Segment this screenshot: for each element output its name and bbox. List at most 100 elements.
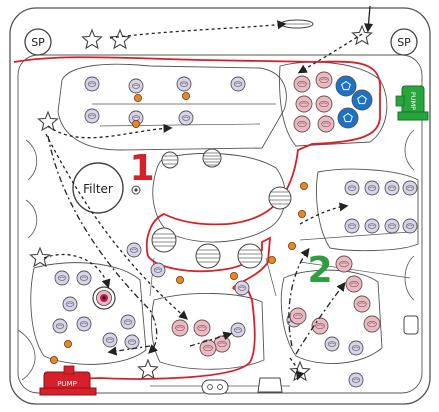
- jet-icon-pink[interactable]: [315, 95, 333, 113]
- star-valve-icon[interactable]: [351, 24, 373, 46]
- filter-drain-icon[interactable]: [131, 185, 141, 195]
- jet-icon[interactable]: [176, 76, 192, 92]
- flow-arrow: [47, 135, 158, 354]
- jet-icon[interactable]: [402, 180, 418, 196]
- star-valve-icon[interactable]: [29, 246, 51, 268]
- jet-icon-pink[interactable]: [315, 71, 333, 89]
- seat-bottom-left-outline: [30, 262, 147, 365]
- flow-arrow: [297, 33, 363, 74]
- jet-icon[interactable]: [150, 262, 166, 278]
- suction-port-right[interactable]: SP: [390, 28, 418, 56]
- jet-icon-pink[interactable]: [353, 295, 371, 313]
- grate-icon[interactable]: [151, 227, 177, 253]
- jet-icon-blue[interactable]: [337, 107, 359, 129]
- jet-icon[interactable]: [230, 76, 246, 92]
- light-icon[interactable]: [299, 181, 308, 190]
- light-icon[interactable]: [229, 271, 238, 280]
- jet-icon[interactable]: [344, 180, 360, 196]
- circuit-line: [13, 56, 381, 381]
- suction-port-left[interactable]: SP: [24, 28, 52, 56]
- jet-icon[interactable]: [348, 372, 364, 388]
- light-icon[interactable]: [64, 339, 73, 348]
- right-wall-contour: [404, 129, 415, 301]
- light-icon[interactable]: [287, 241, 296, 250]
- jet-icon-pink[interactable]: [171, 319, 189, 337]
- jet-icon[interactable]: [84, 108, 100, 124]
- jet-icon[interactable]: [102, 332, 118, 348]
- left-wall-contour: [17, 139, 38, 381]
- jet-icon-pink[interactable]: [199, 339, 217, 357]
- jet-icon[interactable]: [234, 280, 250, 296]
- jet-icon-pink[interactable]: [295, 95, 313, 113]
- jet-icon[interactable]: [54, 270, 70, 286]
- jet-icon-pink[interactable]: [345, 275, 363, 293]
- flow-arrow: [45, 133, 188, 320]
- jet-icon[interactable]: [62, 296, 78, 312]
- jet-icon-pink[interactable]: [289, 307, 307, 325]
- jet-icon-blue[interactable]: [335, 75, 357, 97]
- drain-icon[interactable]: [403, 315, 419, 335]
- light-icon[interactable]: [181, 92, 190, 101]
- jet-icon[interactable]: [348, 340, 364, 356]
- light-icon[interactable]: [267, 255, 276, 264]
- jet-icon[interactable]: [76, 316, 92, 332]
- jet-icon[interactable]: [324, 336, 340, 352]
- pump-icon-top[interactable]: PUMP: [395, 85, 429, 121]
- light-icon[interactable]: [133, 94, 142, 103]
- jet-icon[interactable]: [120, 314, 136, 330]
- suction-port-label: SP: [397, 36, 411, 49]
- light-icon[interactable]: [175, 275, 184, 284]
- jet-icon-blue[interactable]: [351, 89, 373, 111]
- grate-icon[interactable]: [195, 243, 221, 269]
- jet-icon[interactable]: [384, 218, 400, 234]
- jet-icon-pink[interactable]: [293, 75, 311, 93]
- grate-icon[interactable]: [202, 148, 222, 168]
- light-icon[interactable]: [50, 355, 59, 364]
- jet-icon-pink[interactable]: [363, 315, 381, 333]
- light-icon[interactable]: [131, 120, 140, 129]
- star-valve-icon[interactable]: [37, 110, 59, 132]
- jet-icon[interactable]: [128, 78, 144, 94]
- grate-icon[interactable]: [237, 243, 263, 269]
- jet-icon[interactable]: [230, 322, 246, 338]
- drain-icon[interactable]: [257, 377, 283, 393]
- valve-group: [29, 24, 373, 382]
- jet-icon[interactable]: [52, 318, 68, 334]
- jet-icon[interactable]: [364, 180, 380, 196]
- jet-icon[interactable]: [76, 270, 92, 286]
- jet-icon[interactable]: [402, 218, 418, 234]
- grate-icon[interactable]: [268, 186, 292, 210]
- jet-icon[interactable]: [126, 242, 142, 258]
- pump-label: PUMP: [57, 380, 77, 388]
- jet-icon-pink[interactable]: [335, 255, 353, 273]
- jet-icon[interactable]: [178, 110, 194, 126]
- jet-icon[interactable]: [384, 180, 400, 196]
- seat-bottom-center-outline: [151, 292, 265, 370]
- pump-label: PUMP: [409, 92, 417, 110]
- drain-icon[interactable]: [201, 379, 229, 395]
- filter-icon[interactable]: Filter: [72, 162, 124, 214]
- star-valve-icon[interactable]: [109, 28, 131, 50]
- zone-2-label: 2: [307, 250, 332, 291]
- star-valve-icon[interactable]: [289, 360, 311, 382]
- lounge-seat-outline: [57, 63, 287, 151]
- jet-icon-pink[interactable]: [293, 115, 311, 133]
- jet-icon-pink[interactable]: [193, 319, 211, 337]
- jet-icon[interactable]: [364, 218, 380, 234]
- jet-icon-pink[interactable]: [317, 115, 335, 133]
- suction-port-label: SP: [31, 36, 45, 49]
- flow-arrow: [47, 123, 173, 139]
- pump-icon-bottom[interactable]: PUMP: [39, 365, 97, 396]
- zone-1-label: 1: [129, 148, 154, 189]
- jet-icon[interactable]: [84, 76, 100, 92]
- target-jet-icon[interactable]: [92, 286, 116, 310]
- skimmer-icon[interactable]: [280, 19, 314, 29]
- jet-icon[interactable]: [128, 110, 144, 126]
- star-valve-icon[interactable]: [81, 28, 103, 50]
- jet-icon[interactable]: [124, 334, 140, 350]
- jet-icon[interactable]: [344, 218, 360, 234]
- light-icon[interactable]: [297, 209, 306, 218]
- star-valve-icon[interactable]: [137, 358, 159, 380]
- grate-icon[interactable]: [161, 151, 179, 169]
